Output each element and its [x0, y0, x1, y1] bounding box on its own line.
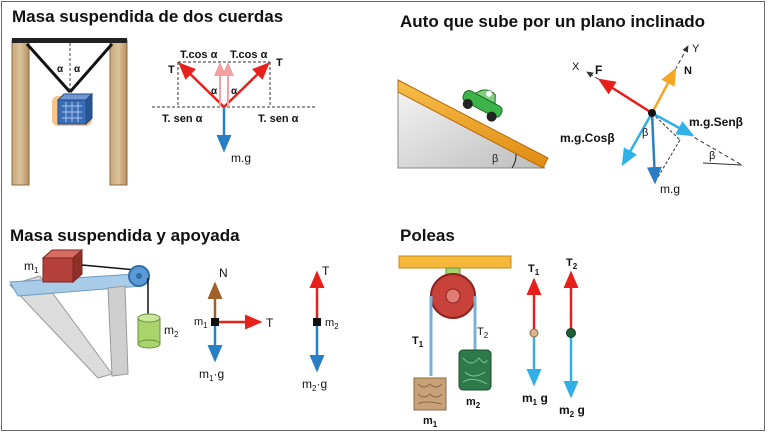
fbd1-body: [211, 318, 219, 326]
right-post: [109, 39, 128, 186]
hanging-resting-fbd-m2: T m2 m2·g: [302, 264, 339, 393]
fbd-m2g-label: m2 g: [559, 403, 585, 419]
fbd-m1g-label: m1 g: [522, 391, 548, 407]
table-leg: [107, 285, 129, 377]
title-two-ropes: Masa suspendida de dos cuerdas: [12, 7, 284, 26]
fbd1-mass-label: m1: [194, 316, 208, 330]
suspended-cube: [56, 92, 94, 126]
ramp-surface: [397, 79, 549, 169]
fbd2-weight-label: m2·g: [302, 377, 327, 393]
tension-right-arrow: [223, 62, 270, 108]
tcos-left-label: T.cos α: [180, 49, 218, 61]
alpha-right: α: [74, 64, 81, 75]
incline-weight-arrow: [646, 112, 662, 185]
fbd2-tension-label: T: [322, 264, 330, 278]
force-arrow: [597, 78, 653, 115]
t-left-label: T: [168, 64, 175, 76]
normal-arrow: [650, 67, 677, 114]
fbd1-normal-label: N: [219, 266, 228, 280]
alpha-fbd-left: α: [211, 86, 218, 97]
alpha-left: α: [57, 64, 64, 75]
left-rope: [25, 42, 72, 94]
force-label: F: [595, 63, 602, 77]
top-beam: [12, 38, 127, 43]
fbd1-tension-label: T: [266, 316, 274, 330]
fbd-m2-body: [566, 328, 576, 338]
car-point: [648, 109, 656, 117]
fbd2-mass-label: m2: [325, 317, 339, 331]
fbd-m1-body: [529, 328, 539, 338]
two-ropes-force-diagram: T.cos α T.cos α T T α α T. sen α T. sen …: [152, 49, 315, 165]
fbd2-body: [313, 318, 321, 326]
pulley-illustration: T1 T2 m1 m2: [398, 255, 512, 429]
block-m1: [41, 248, 84, 284]
incline-beta-label: β: [492, 153, 498, 165]
x-axis-label: X: [572, 61, 580, 73]
mg-sin-label: m.g.Senβ: [689, 115, 743, 129]
tsen-right-label: T. sen α: [258, 113, 299, 125]
two-ropes-illustration: α α: [11, 38, 128, 186]
title-hanging-resting: Masa suspendida y apoyada: [10, 226, 240, 245]
block-pulley-m1: [413, 377, 447, 411]
cylinder-m2: [137, 313, 161, 349]
pulley-t1-label: T1: [412, 335, 424, 349]
incline-beta-small: β: [709, 150, 715, 162]
incline-force-diagram: X Y F N m.g.Senβ m.g.Cosβ β β m.g: [560, 43, 743, 196]
pulley-t2-label: T2: [477, 326, 489, 340]
alpha-fbd-right: α: [231, 86, 238, 97]
title-pulleys: Poleas: [400, 226, 455, 245]
fbd-t2-label: T2: [566, 257, 578, 271]
hanging-resting-illustration: m1 m2: [9, 248, 179, 379]
green-car: [462, 89, 503, 122]
mg-sin-arrow: [651, 111, 695, 137]
mg-cos-arrow: [621, 112, 654, 167]
incline-weight-label: m.g: [660, 182, 680, 196]
m1-label: m1: [24, 259, 39, 275]
weight-label: m.g: [231, 151, 251, 165]
ceiling-bar: [398, 255, 512, 269]
right-rope: [68, 43, 114, 93]
y-axis-label: Y: [692, 43, 700, 55]
hanging-resting-fbd-m1: N T m1 m1·g: [194, 266, 274, 383]
pulley-m1-label: m1: [423, 415, 438, 429]
mg-cos-label: m.g.Cosβ: [560, 131, 615, 145]
pulley-m2-label: m2: [466, 396, 481, 410]
tcos-right-label: T.cos α: [230, 49, 268, 61]
left-post: [11, 39, 30, 186]
t-right-label: T: [276, 57, 283, 69]
tension-left-arrow: [178, 62, 225, 108]
block-pulley-m2: [458, 349, 492, 391]
incline-illustration: β: [397, 79, 549, 169]
pulley-fbd-m2: T2 m2 g: [559, 257, 585, 419]
pulley-fbd-m1: T1 m1 g: [522, 263, 548, 407]
title-incline: Auto que sube por un plano inclinado: [400, 12, 706, 31]
incline-beta-fbd: β: [642, 127, 648, 139]
tsen-left-label: T. sen α: [162, 113, 203, 125]
rope-horizontal: [81, 264, 137, 271]
fbd-t1-label: T1: [528, 263, 540, 277]
fbd1-weight-label: m1·g: [199, 367, 224, 383]
m2-label: m2: [164, 323, 179, 339]
normal-label: N: [684, 65, 692, 77]
